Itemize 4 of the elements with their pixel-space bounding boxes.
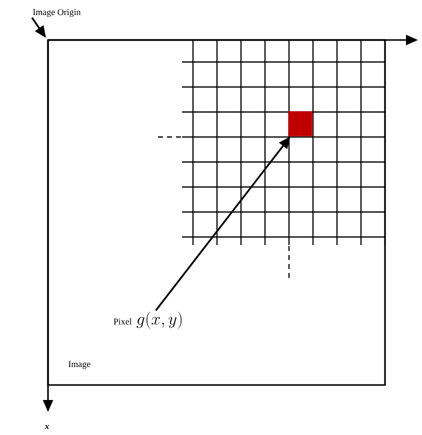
pixel-label: Pixel $g(x, y)$ [114, 312, 182, 329]
axis-label: x [44, 424, 50, 430]
pixel-square [288, 111, 312, 136]
origin-label: Image Origin [33, 9, 81, 17]
